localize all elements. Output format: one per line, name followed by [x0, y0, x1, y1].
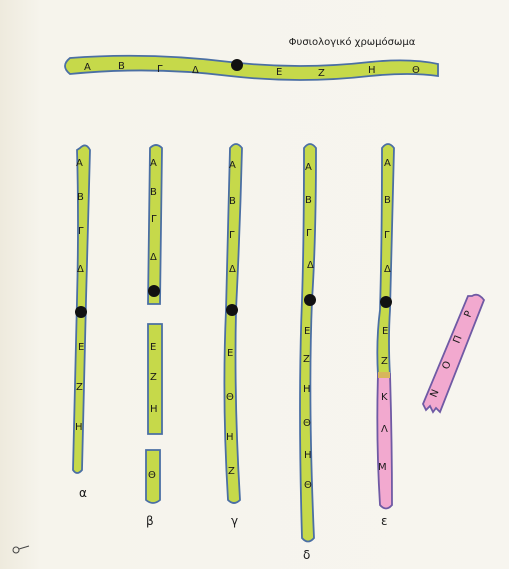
gene-label: Β: [118, 61, 125, 72]
gene-label: Κ: [381, 392, 388, 403]
gene-label: Δ: [77, 264, 84, 275]
centromere: [231, 59, 243, 71]
gene-label: Γ: [306, 228, 312, 239]
gene-label: Β: [384, 195, 391, 206]
gene-label: Η: [304, 450, 312, 461]
gene-label: Γ: [229, 230, 235, 241]
gene-label: Γ: [384, 230, 390, 241]
fragment-chromosome: Ν Ο Π Ρ: [423, 295, 484, 412]
chromosome-gamma: Α Β Γ Δ Ε Θ Η Ζ γ: [224, 144, 242, 528]
gene-label: Ζ: [303, 354, 310, 365]
gene-label: Α: [150, 158, 157, 169]
gene-label: Β: [150, 187, 157, 198]
gene-label: Ζ: [318, 68, 325, 79]
normal-chromosome: Α Β Γ Δ Ε Ζ Η Θ: [65, 56, 438, 80]
gene-label: Μ: [378, 462, 387, 473]
page-mark-icon: [13, 546, 29, 553]
gene-label: Γ: [157, 64, 163, 75]
gene-label: Δ: [192, 65, 199, 76]
gene-label: Α: [229, 160, 236, 171]
gene-label: Ε: [382, 326, 388, 337]
gene-label: Β: [305, 195, 312, 206]
diagram-title: Φυσιολογικό χρωμόσωμα: [289, 36, 416, 48]
gene-label: Δ: [307, 260, 314, 271]
gene-label: Α: [305, 162, 312, 173]
gene-label: Η: [150, 404, 158, 415]
gene-label: Α: [84, 62, 91, 73]
gene-label: Ζ: [150, 372, 157, 383]
caption-gamma: γ: [231, 514, 238, 528]
gene-label: Δ: [229, 264, 236, 275]
centromere: [75, 306, 87, 318]
gene-label: Γ: [151, 214, 157, 225]
chromosome-beta: Α Β Γ Δ Ε Ζ Η Θ β: [146, 145, 162, 528]
gene-label: Δ: [150, 252, 157, 263]
gene-label: Γ: [78, 226, 84, 237]
gene-label: Ζ: [76, 382, 83, 393]
junction-band: [378, 372, 390, 378]
chromosome-epsilon: Α Β Γ Δ Ε Ζ Κ Λ Μ ε: [377, 144, 394, 528]
gene-label: Ζ: [228, 466, 235, 477]
chromosome-alpha: Α Β Γ Δ Ε Ζ Η α: [73, 145, 90, 500]
gene-label: Θ: [304, 480, 312, 491]
gene-label: Ε: [78, 342, 84, 353]
gene-label: Η: [368, 65, 376, 76]
caption-delta: δ: [303, 548, 310, 562]
gene-label: Θ: [412, 65, 420, 76]
gene-label: Ε: [150, 342, 156, 353]
gene-label: Θ: [303, 418, 311, 429]
chromosome-delta: Α Β Γ Δ Ε Ζ Η Θ Η Θ δ: [300, 144, 316, 562]
gene-label: Ε: [304, 326, 310, 337]
gene-label: Η: [75, 422, 83, 433]
gene-label: Η: [226, 432, 234, 443]
gene-label: Β: [77, 192, 84, 203]
caption-beta: β: [146, 514, 154, 528]
centromere: [304, 294, 316, 306]
centromere: [226, 304, 238, 316]
caption-epsilon: ε: [381, 514, 388, 528]
gene-label: Η: [303, 384, 311, 395]
gene-label: Ε: [227, 348, 233, 359]
gene-label: Α: [384, 158, 391, 169]
gene-label: Α: [76, 158, 83, 169]
centromere: [148, 285, 160, 297]
gene-label: Δ: [384, 264, 391, 275]
caption-alpha: α: [79, 486, 87, 500]
gene-label: Θ: [148, 470, 156, 481]
gene-label: Β: [229, 196, 236, 207]
gene-label: Λ: [381, 424, 388, 435]
gene-label: Ζ: [381, 356, 388, 367]
gene-label: Θ: [226, 392, 234, 403]
centromere: [380, 296, 392, 308]
gene-label: Ε: [276, 67, 282, 78]
